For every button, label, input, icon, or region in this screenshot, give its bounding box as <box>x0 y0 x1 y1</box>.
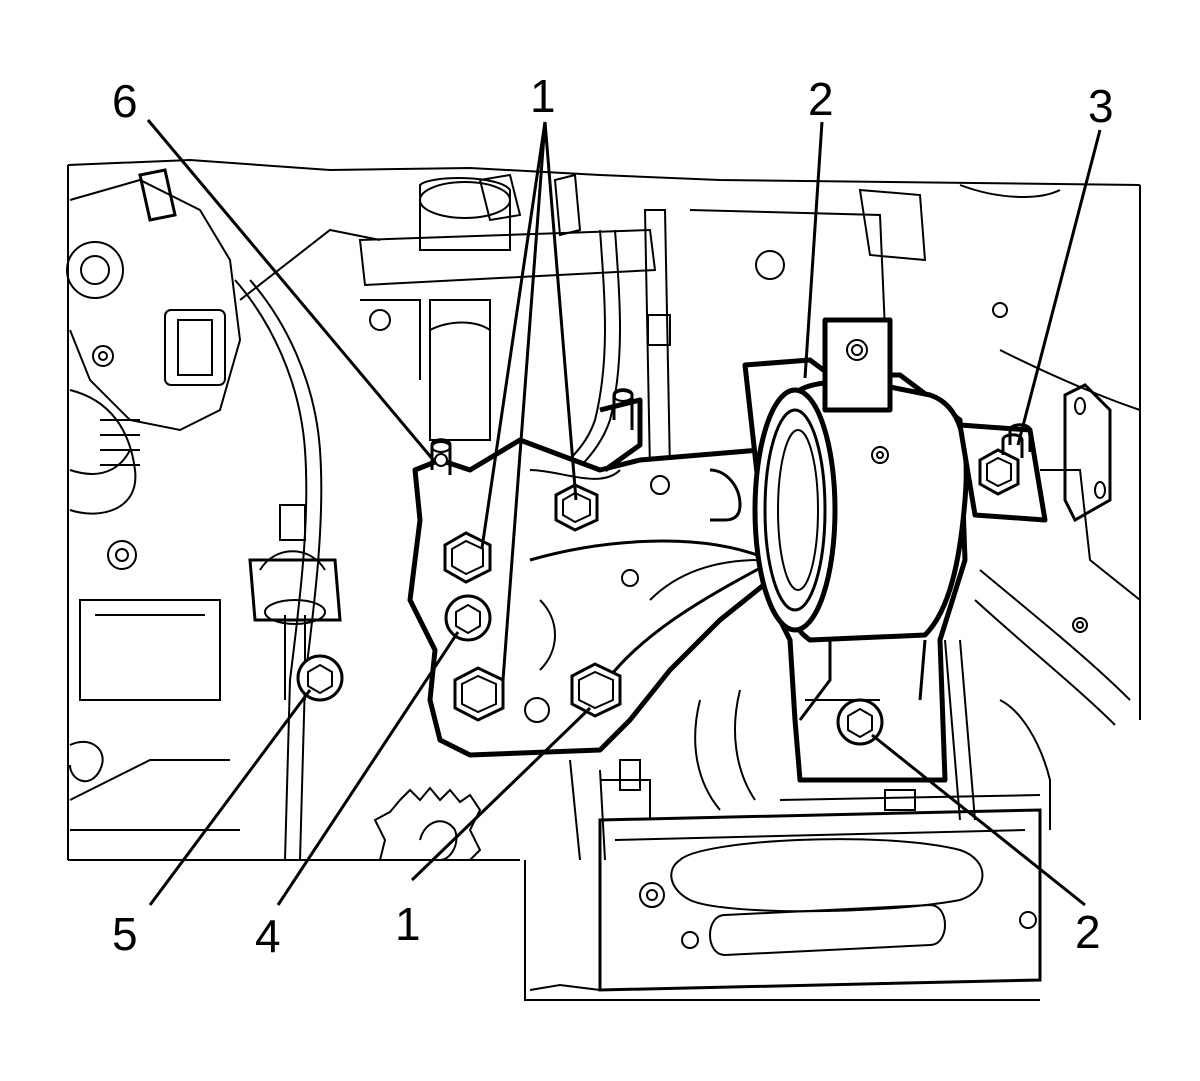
callout-6: 6 <box>112 75 138 127</box>
leader-2-top <box>803 121 824 379</box>
leader-4 <box>276 631 460 906</box>
leader-2-bottom <box>871 733 1086 907</box>
nut-6-stud <box>434 453 448 467</box>
callout-2-bottom: 2 <box>1075 906 1101 958</box>
leader-6 <box>146 119 437 463</box>
mount-insulator <box>742 317 1048 783</box>
callout-1-bottom: 1 <box>395 898 421 950</box>
bolt-1-lower-left <box>453 666 505 722</box>
callout-2-top: 2 <box>808 73 834 125</box>
bolt-4 <box>444 594 492 642</box>
leader-3 <box>1016 129 1102 446</box>
callout-5: 5 <box>112 908 138 960</box>
callout-1-top: 1 <box>530 70 556 122</box>
leader-1-top-b <box>480 121 547 549</box>
callout-4: 4 <box>255 910 281 962</box>
bolt-1-upper-left <box>443 531 492 584</box>
mount-bracket <box>407 388 798 758</box>
bolt-5 <box>296 654 344 702</box>
callout-3: 3 <box>1088 80 1114 132</box>
callout-labels: 6 1 2 3 5 4 1 2 <box>112 70 1114 962</box>
leader-1-bottom <box>410 706 592 882</box>
leader-5 <box>148 689 312 906</box>
leader-1-top-c <box>501 121 547 681</box>
nut-3 <box>978 433 1024 496</box>
bolt-2-lower <box>836 698 884 746</box>
leader-1-top-a <box>543 121 578 501</box>
bolt-1-lower-right <box>570 662 622 718</box>
leader-lines <box>146 119 1102 907</box>
